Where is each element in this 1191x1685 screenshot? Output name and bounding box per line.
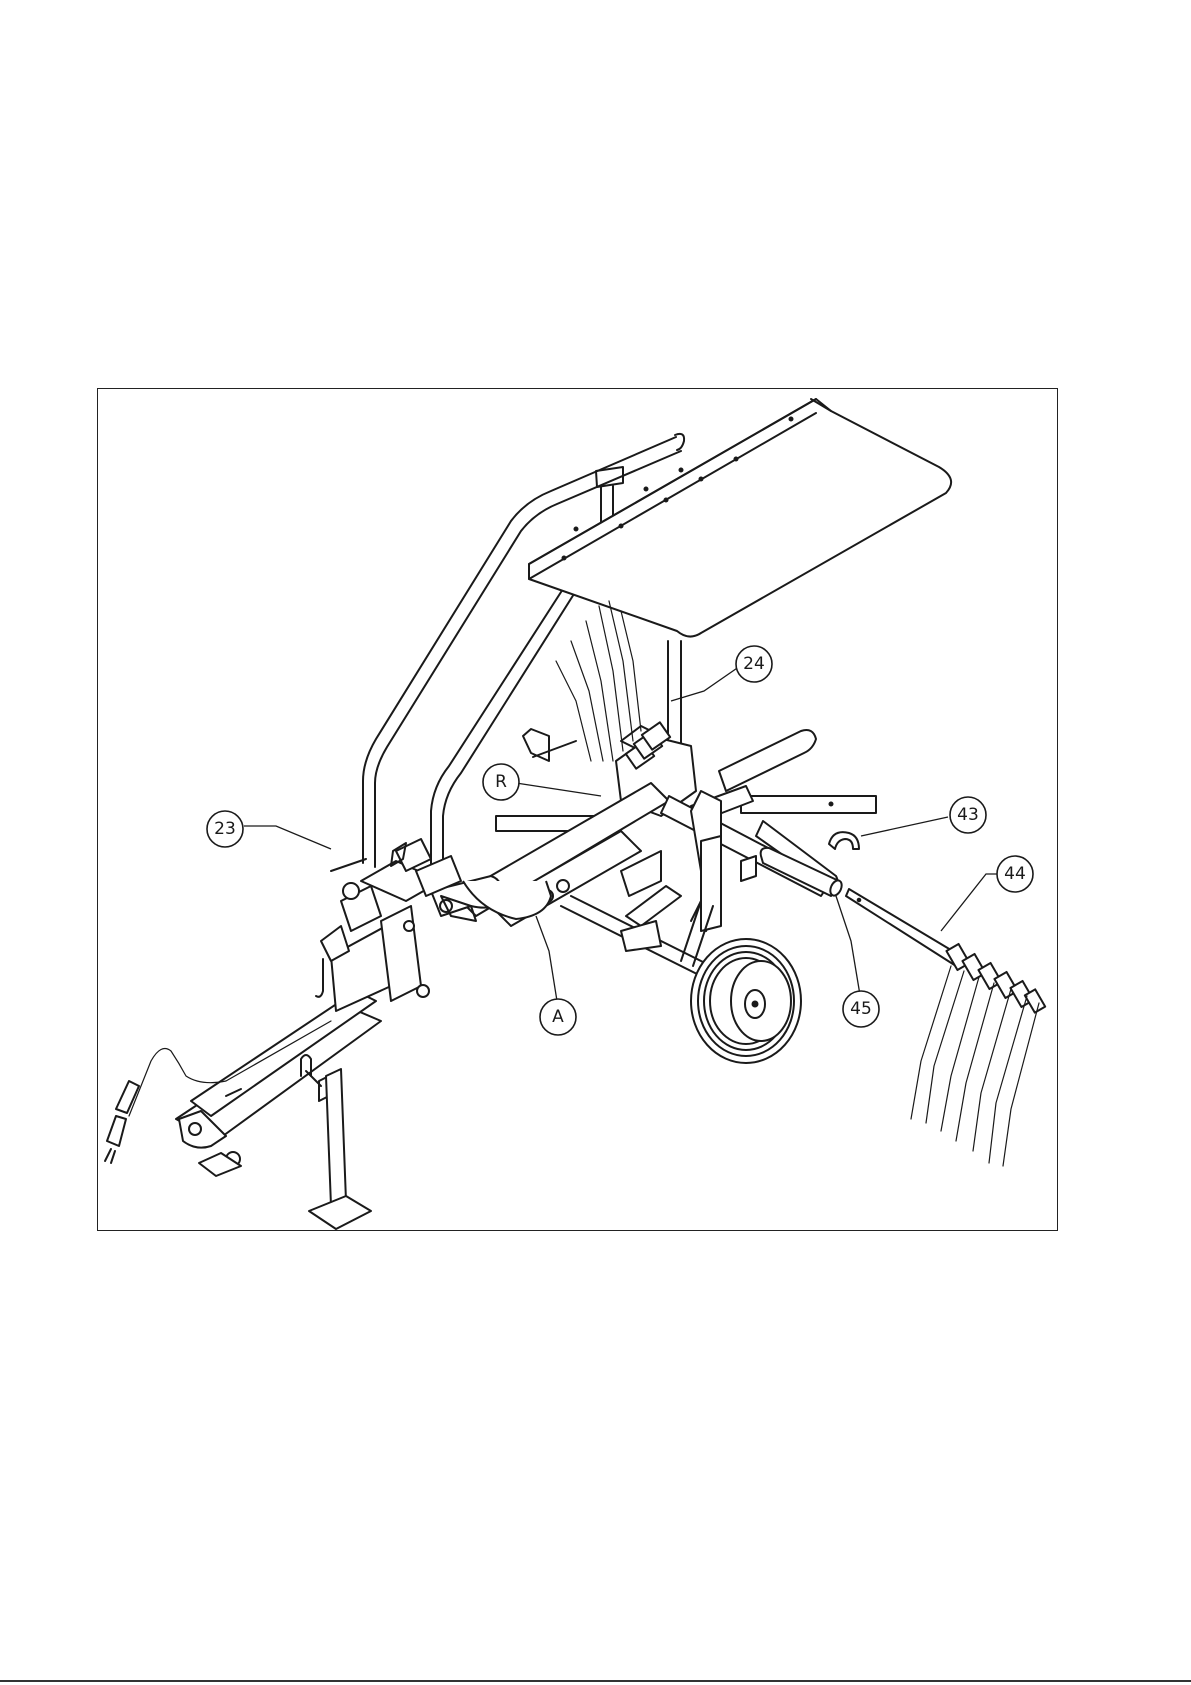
callout-43: 43 [950, 797, 986, 833]
callout-24: 24 [736, 646, 772, 682]
callout-23: 23 [207, 811, 243, 847]
canopy [529, 399, 951, 801]
callout-R: R [483, 764, 519, 800]
part-44-tine-arm [846, 889, 1045, 1166]
callout-24-label: 24 [743, 654, 765, 674]
rake-exploded-view: 23 24 R 43 44 A 45 [98, 389, 1059, 1232]
wheel [691, 939, 801, 1063]
callout-23-label: 23 [214, 819, 236, 839]
callout-A-label: A [552, 1007, 564, 1027]
drawbar [176, 906, 429, 1176]
callout-44: 44 [997, 856, 1033, 892]
callout-45-label: 45 [850, 999, 872, 1019]
callout-A: A [540, 999, 576, 1035]
part-43-clip [829, 832, 859, 849]
axle-arms [561, 886, 713, 976]
jack-stand [301, 1055, 371, 1229]
callout-44-label: 44 [1004, 864, 1026, 884]
drawing-frame: 23 24 R 43 44 A 45 [97, 388, 1058, 1231]
page-bottom-rule [0, 1680, 1191, 1682]
callout-R-label: R [495, 772, 507, 792]
callout-45: 45 [843, 991, 879, 1027]
callout-43-label: 43 [957, 805, 979, 825]
